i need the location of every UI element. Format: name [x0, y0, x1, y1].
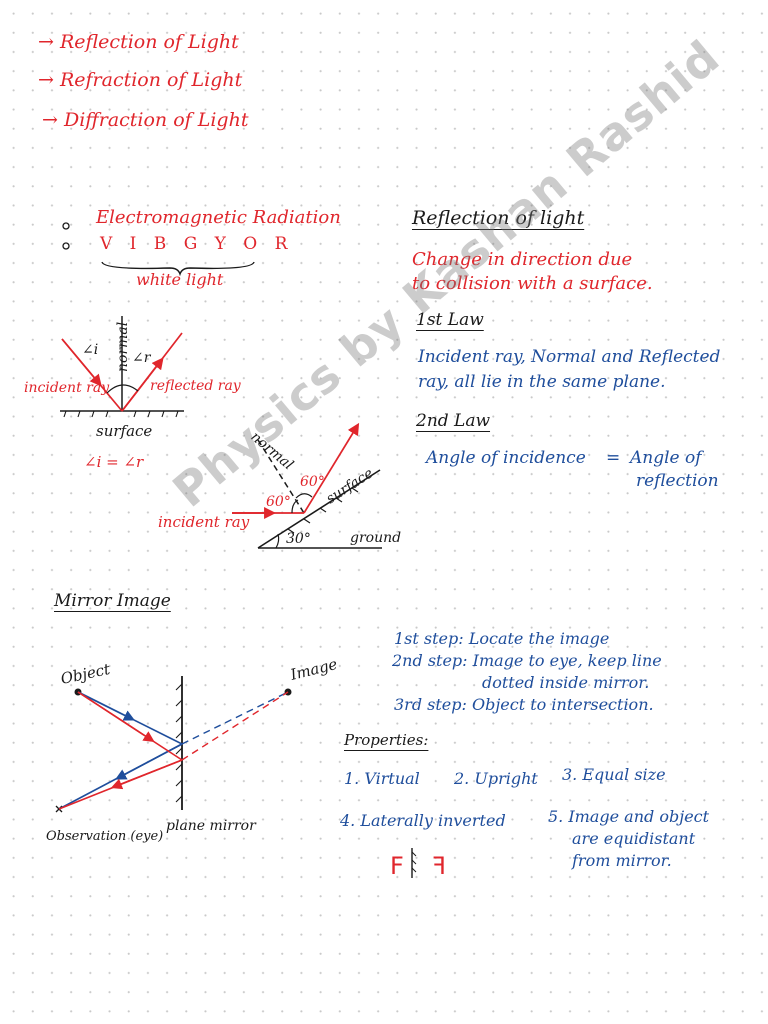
bullet-em-radiation: Electromagnetic Radiation	[96, 207, 341, 228]
bullet-dot-2	[62, 242, 70, 250]
bullet-dot-1	[62, 222, 70, 230]
object-label: Object	[59, 660, 112, 688]
property-equidistant-2: are equidistant	[572, 829, 696, 848]
topic-refraction: → Refraction of Light	[38, 69, 243, 91]
first-law-text-2: ray, all lie in the same plane.	[418, 372, 666, 392]
second-law-right-1: Angle of	[630, 448, 702, 468]
property-equidistant-1: 5. Image and object	[548, 807, 710, 826]
letter-f-real: F	[390, 852, 404, 880]
angle-relation: ∠i = ∠r	[84, 453, 144, 471]
ground-label: ground	[350, 530, 401, 546]
properties-heading: Properties:	[344, 731, 429, 749]
image-label: Image	[288, 655, 340, 684]
letter-f-mirrored: F	[432, 852, 446, 880]
angle-60-a: 60°	[266, 494, 291, 510]
angle-30: 30°	[286, 531, 311, 547]
property-equal-size: 3. Equal size	[562, 765, 666, 784]
vibgyor-brace	[101, 261, 255, 277]
first-law-label: 1st Law	[416, 310, 484, 330]
second-law-left: Angle of incidence	[426, 448, 586, 468]
step-2-b: dotted inside mirror.	[482, 673, 650, 692]
step-3: 3rd step: Object to intersection.	[394, 695, 654, 714]
reflection-diagram	[60, 316, 184, 418]
reflection-definition-line-2: to collision with a surface.	[412, 273, 653, 294]
reflected-ray-2	[303, 422, 360, 514]
incident-ray-label-2: incident ray	[158, 513, 250, 531]
topic-diffraction: → Diffraction of Light	[42, 109, 249, 131]
angle-60-b: 60°	[300, 474, 325, 490]
property-equidistant-3: from mirror.	[572, 851, 672, 870]
normal-label: normal	[115, 322, 131, 372]
angle-i-label: ∠i	[82, 342, 98, 358]
second-law-label: 2nd Law	[416, 411, 491, 431]
plane-mirror-label: plane mirror	[166, 818, 257, 834]
mirror-image-heading: Mirror Image	[54, 591, 171, 611]
white-light-label: white light	[136, 270, 224, 289]
reflected-ray-label: reflected ray	[150, 378, 242, 394]
property-virtual: 1. Virtual	[344, 769, 420, 788]
step-2-a: 2nd step: Image to eye, keep line	[392, 651, 662, 670]
inclined-reflection-diagram	[232, 422, 382, 549]
reflection-heading: Reflection of light	[412, 207, 585, 229]
step-1: 1st step: Locate the image	[394, 629, 610, 648]
incident-ray-label: incident ray	[24, 380, 110, 396]
mirror-image-diagram	[55, 676, 292, 813]
angle-arc	[106, 384, 139, 394]
topic-reflection: → Reflection of Light	[38, 31, 239, 53]
second-law-equals: =	[606, 448, 621, 468]
observation-label: Observation (eye)	[46, 829, 163, 844]
lateral-inversion-demo	[411, 848, 417, 878]
property-upright: 2. Upright	[454, 769, 538, 788]
angle-r-label: ∠r	[132, 350, 152, 366]
first-law-text-1: Incident ray, Normal and Reflected	[418, 347, 721, 367]
surface-label-2: surface	[323, 465, 376, 507]
surface-label: surface	[96, 422, 152, 440]
property-laterally-inverted: 4. Laterally inverted	[340, 811, 506, 830]
reflection-definition-line-1: Change in direction due	[412, 249, 633, 270]
second-law-right-2: reflection	[636, 471, 719, 491]
bullet-vibgyor: V I B G Y O R	[100, 234, 294, 254]
